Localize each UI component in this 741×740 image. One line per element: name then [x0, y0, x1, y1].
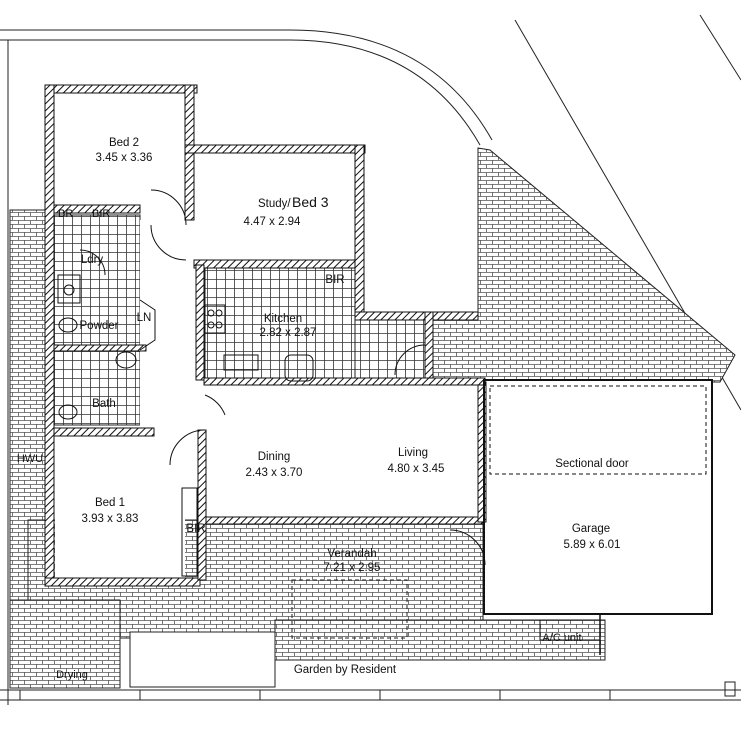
tile-floor: [51, 214, 431, 426]
garden-bed: [129, 631, 276, 688]
bir-bed1-label: BIR: [186, 523, 205, 535]
fixtures: [57, 274, 314, 577]
garden-label: Garden by Resident: [294, 664, 397, 676]
study-size: 4.47 x 2.94: [244, 216, 302, 228]
living-size: 4.80 x 3.45: [388, 463, 445, 475]
kitchen-size: 2.82 x 2.87: [260, 327, 317, 339]
bed1-name: Bed 1: [95, 497, 125, 509]
bed2-name: Bed 2: [109, 137, 139, 149]
study-name-prefix: Study/: [258, 198, 291, 210]
dining-name: Dining: [258, 451, 291, 463]
garage-outline: [483, 379, 713, 655]
ln-label: LN: [137, 312, 152, 324]
site-boundary: [0, 14, 741, 705]
verandah-name: Verandah: [327, 548, 376, 560]
bed1-size: 3.93 x 3.83: [82, 513, 139, 525]
verandah-size: 7.21 x 2.95: [324, 562, 381, 574]
dining-size: 2.43 x 3.70: [246, 467, 303, 479]
kitchen-name: Kitchen: [264, 313, 302, 325]
bir-bed2-label: BIR: [92, 208, 110, 220]
hwu-label: HWU: [17, 453, 43, 465]
bath-label: Bath: [92, 398, 116, 410]
verandah-outline: [291, 579, 408, 639]
brick-paving: [9, 147, 736, 689]
study-name-suffix: Bed 3: [292, 194, 329, 210]
br-bed2-label: BR: [58, 208, 73, 220]
door-swings: [79, 189, 486, 566]
ldry-label: Ldry: [81, 254, 104, 266]
living-name: Living: [398, 447, 428, 459]
garage-size: 5.89 x 6.01: [564, 539, 621, 551]
bir-study-label: BIR: [325, 274, 344, 286]
powder-label: Powder: [80, 320, 119, 332]
fence: [19, 681, 736, 700]
garage-name: Garage: [572, 523, 610, 535]
sectional-door-label: Sectional door: [555, 458, 629, 470]
bed2-size: 3.45 x 3.36: [96, 152, 153, 164]
drying-label: Drying: [56, 669, 88, 681]
room-labels: Bed 2 3.45 x 3.36 BR BIR Study/ Bed 3 4.…: [17, 137, 629, 681]
ac-unit-label: A/C unit: [542, 632, 581, 644]
